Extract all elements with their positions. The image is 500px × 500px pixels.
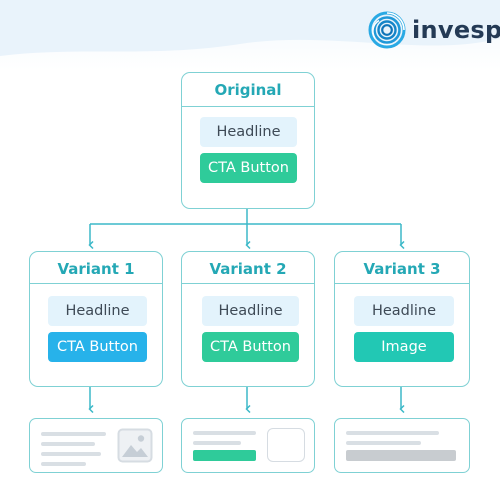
variant-1-title: Variant 1 [57,260,135,278]
cta-button-block: CTA Button [202,332,299,362]
image-block: Image [354,332,454,362]
variant-1-thumbnail [29,418,163,473]
card-divider [182,106,314,107]
headline-block: Headline [202,296,299,326]
image-frame-icon [267,428,305,462]
original-title: Original [214,81,282,99]
cta-button-block: CTA Button [200,153,297,183]
text-line [41,442,95,446]
card-divider [182,283,314,284]
variant-3-title: Variant 3 [363,260,441,278]
brand-logo: invesp [368,10,500,50]
spiral-circle-icon [368,11,406,49]
variant-3-thumbnail [334,418,470,473]
card-divider [335,283,469,284]
card-divider [30,283,162,284]
text-line [193,431,256,435]
text-line [346,441,421,445]
image-bar [346,450,456,461]
text-line [41,432,106,436]
brand-name: invesp [412,16,500,44]
text-line [346,431,439,435]
headline-block: Headline [48,296,147,326]
variant-2-card: Variant 2 Headline CTA Button [181,251,315,387]
original-card: Original Headline CTA Button [181,72,315,209]
variant-1-card: Variant 1 Headline CTA Button [29,251,163,387]
variant-2-thumbnail [181,418,315,473]
cta-button-block: CTA Button [48,332,147,362]
headline-block: Headline [354,296,454,326]
variant-3-card: Variant 3 Headline Image [334,251,470,387]
text-line [41,452,101,456]
text-line [193,441,241,445]
text-line [41,462,86,466]
variant-2-title: Variant 2 [209,260,287,278]
cta-bar [193,450,256,461]
image-placeholder-icon [117,428,153,463]
headline-block: Headline [200,117,297,147]
